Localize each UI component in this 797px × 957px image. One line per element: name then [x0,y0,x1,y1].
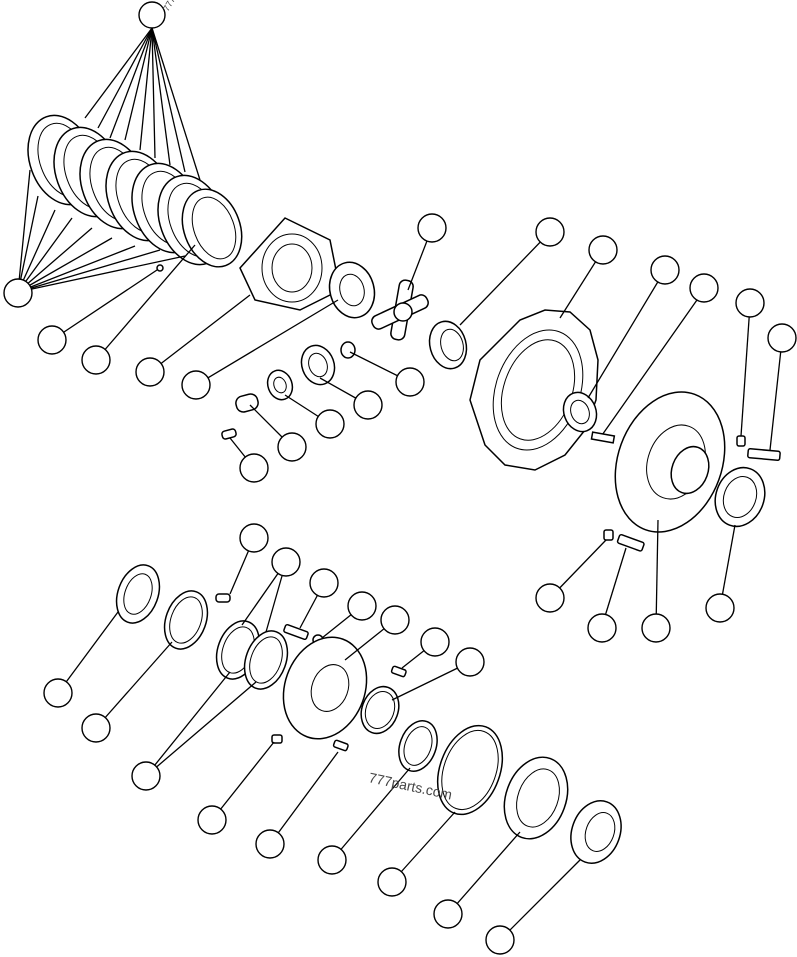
callout-bubble [277,432,307,462]
right-seal [714,466,766,609]
callout-bubble [138,1,166,29]
callout-bubble [353,390,383,420]
lower-bearing-cup-2 [447,756,569,915]
callout-bubble [689,273,719,303]
o-ring-large [391,724,504,883]
callout-bubble [3,278,33,308]
callout-bubble [395,367,425,397]
case-flange [590,289,726,533]
callout-bubble [317,845,347,875]
callout-bubble [43,678,73,708]
callout-bubble [485,925,515,955]
leader-ring [95,244,196,361]
leader-pin [51,267,161,341]
retainer-plate [282,619,396,740]
lower-bearing-cup [57,564,161,694]
callout-bubble [271,547,301,577]
callout-bubble [377,867,407,897]
flange-bolts [549,304,783,629]
differential-case-half [149,217,341,373]
thrust-washer [562,269,666,433]
callout-bubble [641,613,671,643]
lower-seal [331,720,438,861]
callout-bubble [433,899,463,929]
callout-bubble [81,713,111,743]
callout-bubble [135,357,165,387]
callout-bubble [535,583,565,613]
callout-bubble [255,829,285,859]
lower-ring [95,590,209,729]
small-pin [156,264,164,272]
callout-bubbles [3,1,797,955]
callout-bubble [309,568,339,598]
clutch-discs [27,114,243,268]
spider-cross [371,227,433,341]
callout-bubble [181,370,211,400]
callout-bubble [417,213,447,243]
pinion-bearing-cone [428,231,551,370]
corner-watermark: 777parts [161,0,187,13]
callout-bubble [239,523,269,553]
callout-bubble [37,325,67,355]
clutch-pack-top-leaders [84,27,201,181]
callout-bubble [455,647,485,677]
dowel-pins [211,641,436,845]
callout-bubble [81,345,111,375]
callout-bubble [735,288,765,318]
ring-gear [469,249,604,471]
callout-bubble [587,613,617,643]
callout-bubble [767,323,797,353]
callout-bubble [380,605,410,635]
callout-bubble [347,591,377,621]
lower-bearing-cone [499,800,622,941]
callout-bubble [650,255,680,285]
callout-bubble [315,409,345,439]
side-gear [195,261,376,386]
callout-bubble [420,627,450,657]
clutch-pack-bottom-leaders [17,169,186,293]
callout-bubble [588,235,618,265]
callout-bubble [131,761,161,791]
callout-bubble [239,453,269,483]
callout-bubble [705,593,735,623]
clutch-disc-pack [17,27,243,361]
callout-bubble [197,805,227,835]
callout-bubble [535,217,565,247]
